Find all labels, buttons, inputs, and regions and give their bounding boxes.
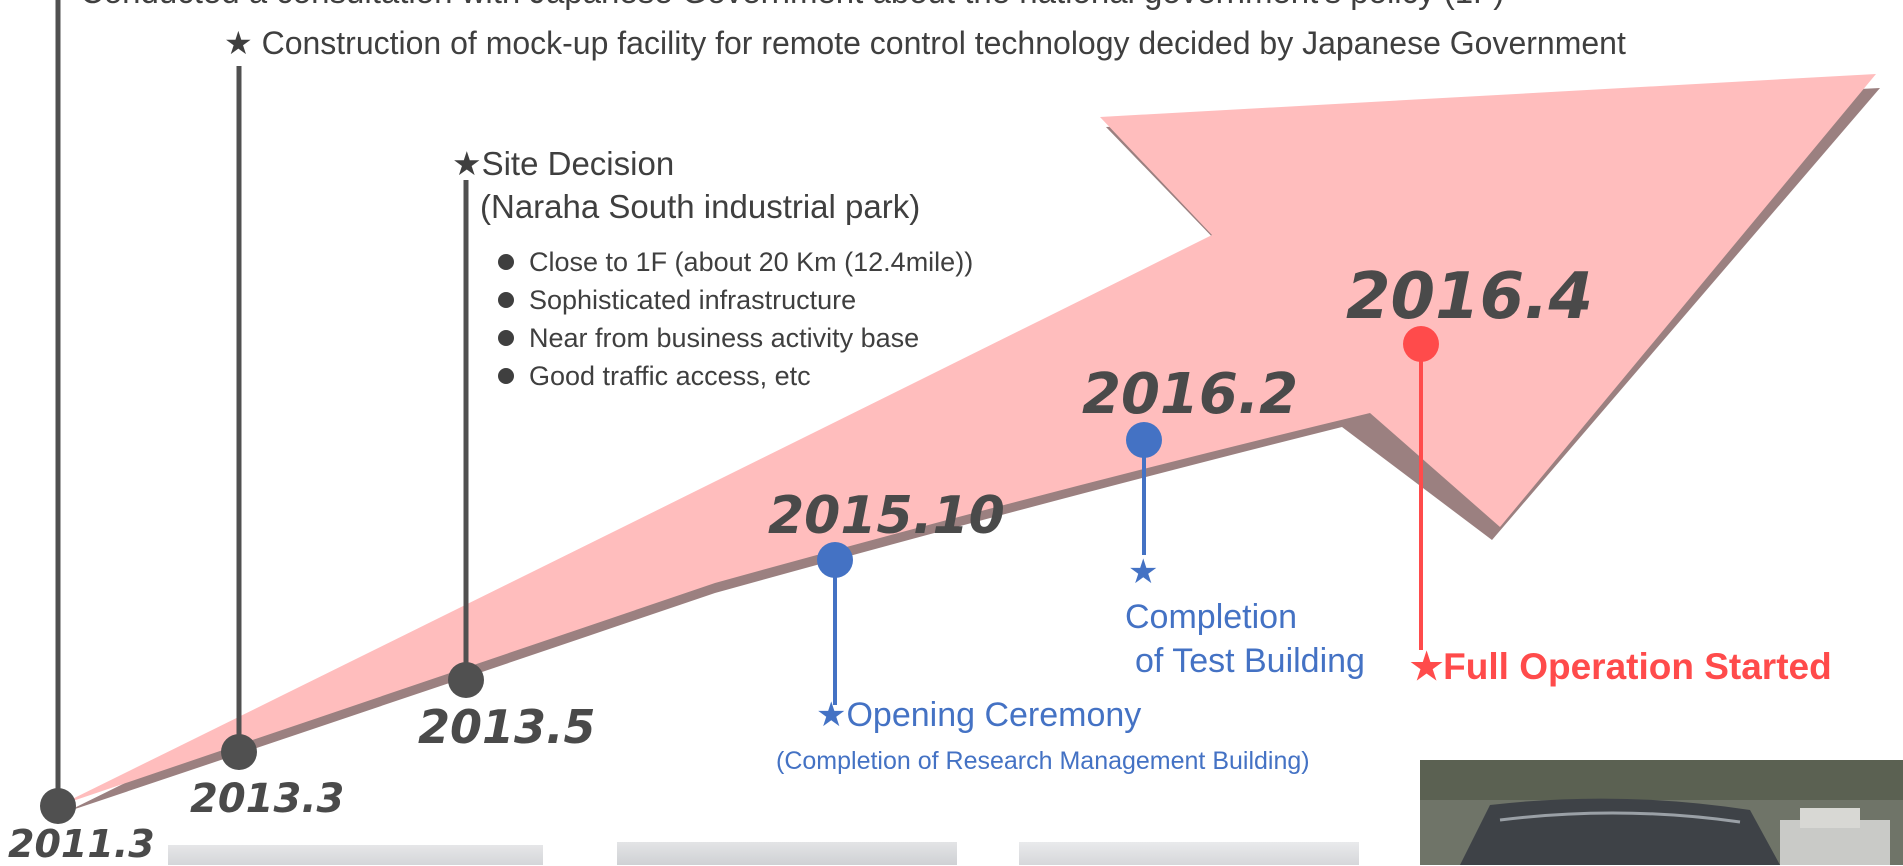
event-mockup-decision: ★ Construction of mock-up facility for r… xyxy=(224,25,1626,61)
facility-photo-3 xyxy=(1019,842,1359,865)
marker-2013-3 xyxy=(221,734,257,770)
event-test-building-line1: Completion xyxy=(1125,598,1297,636)
event-test-building-line2: of Test Building xyxy=(1135,642,1365,680)
year-2013-3: 2013.3 xyxy=(190,776,345,822)
site-bullet-3: Near from business activity base xyxy=(498,323,919,354)
bullet-dot-icon xyxy=(498,329,514,346)
year-2016-4: 2016.4 xyxy=(1346,260,1593,334)
bullet-dot-icon xyxy=(498,291,514,308)
growth-arrow xyxy=(58,74,1876,806)
facility-photo-1 xyxy=(168,845,543,865)
facility-aerial-photo xyxy=(1420,760,1903,865)
marker-2016-2 xyxy=(1126,422,1162,458)
event-site-decision-subtitle: (Naraha South industrial park) xyxy=(480,188,921,225)
event-full-operation: ★Full Operation Started xyxy=(1410,646,1832,687)
year-2015-10: 2015.10 xyxy=(768,486,1005,546)
marker-2016-4 xyxy=(1403,326,1439,362)
year-2011-3: 2011.3 xyxy=(8,822,155,866)
marker-2013-5 xyxy=(448,662,484,698)
site-bullet-2: Sophisticated infrastructure xyxy=(498,285,856,316)
event-test-building-star: ★ xyxy=(1128,553,1159,591)
site-bullet-1: Close to 1F (about 20 Km (12.4mile)) xyxy=(498,247,973,278)
marker-2011-3 xyxy=(40,788,76,824)
bullet-dot-icon xyxy=(498,253,514,270)
facility-photo-2 xyxy=(617,842,957,865)
event-site-decision-title: ★Site Decision xyxy=(452,145,675,182)
event-opening-ceremony-subtitle: (Completion of Research Management Build… xyxy=(776,747,1310,775)
event-consultation: Conducted a consultation with Japanese G… xyxy=(80,0,1504,11)
year-2013-5: 2013.5 xyxy=(418,700,596,754)
marker-2015-10 xyxy=(817,542,853,578)
site-bullet-4: Good traffic access, etc xyxy=(498,361,811,392)
year-2016-2: 2016.2 xyxy=(1082,362,1299,427)
event-opening-ceremony: ★Opening Ceremony xyxy=(816,696,1142,734)
bullet-dot-icon xyxy=(498,367,514,384)
